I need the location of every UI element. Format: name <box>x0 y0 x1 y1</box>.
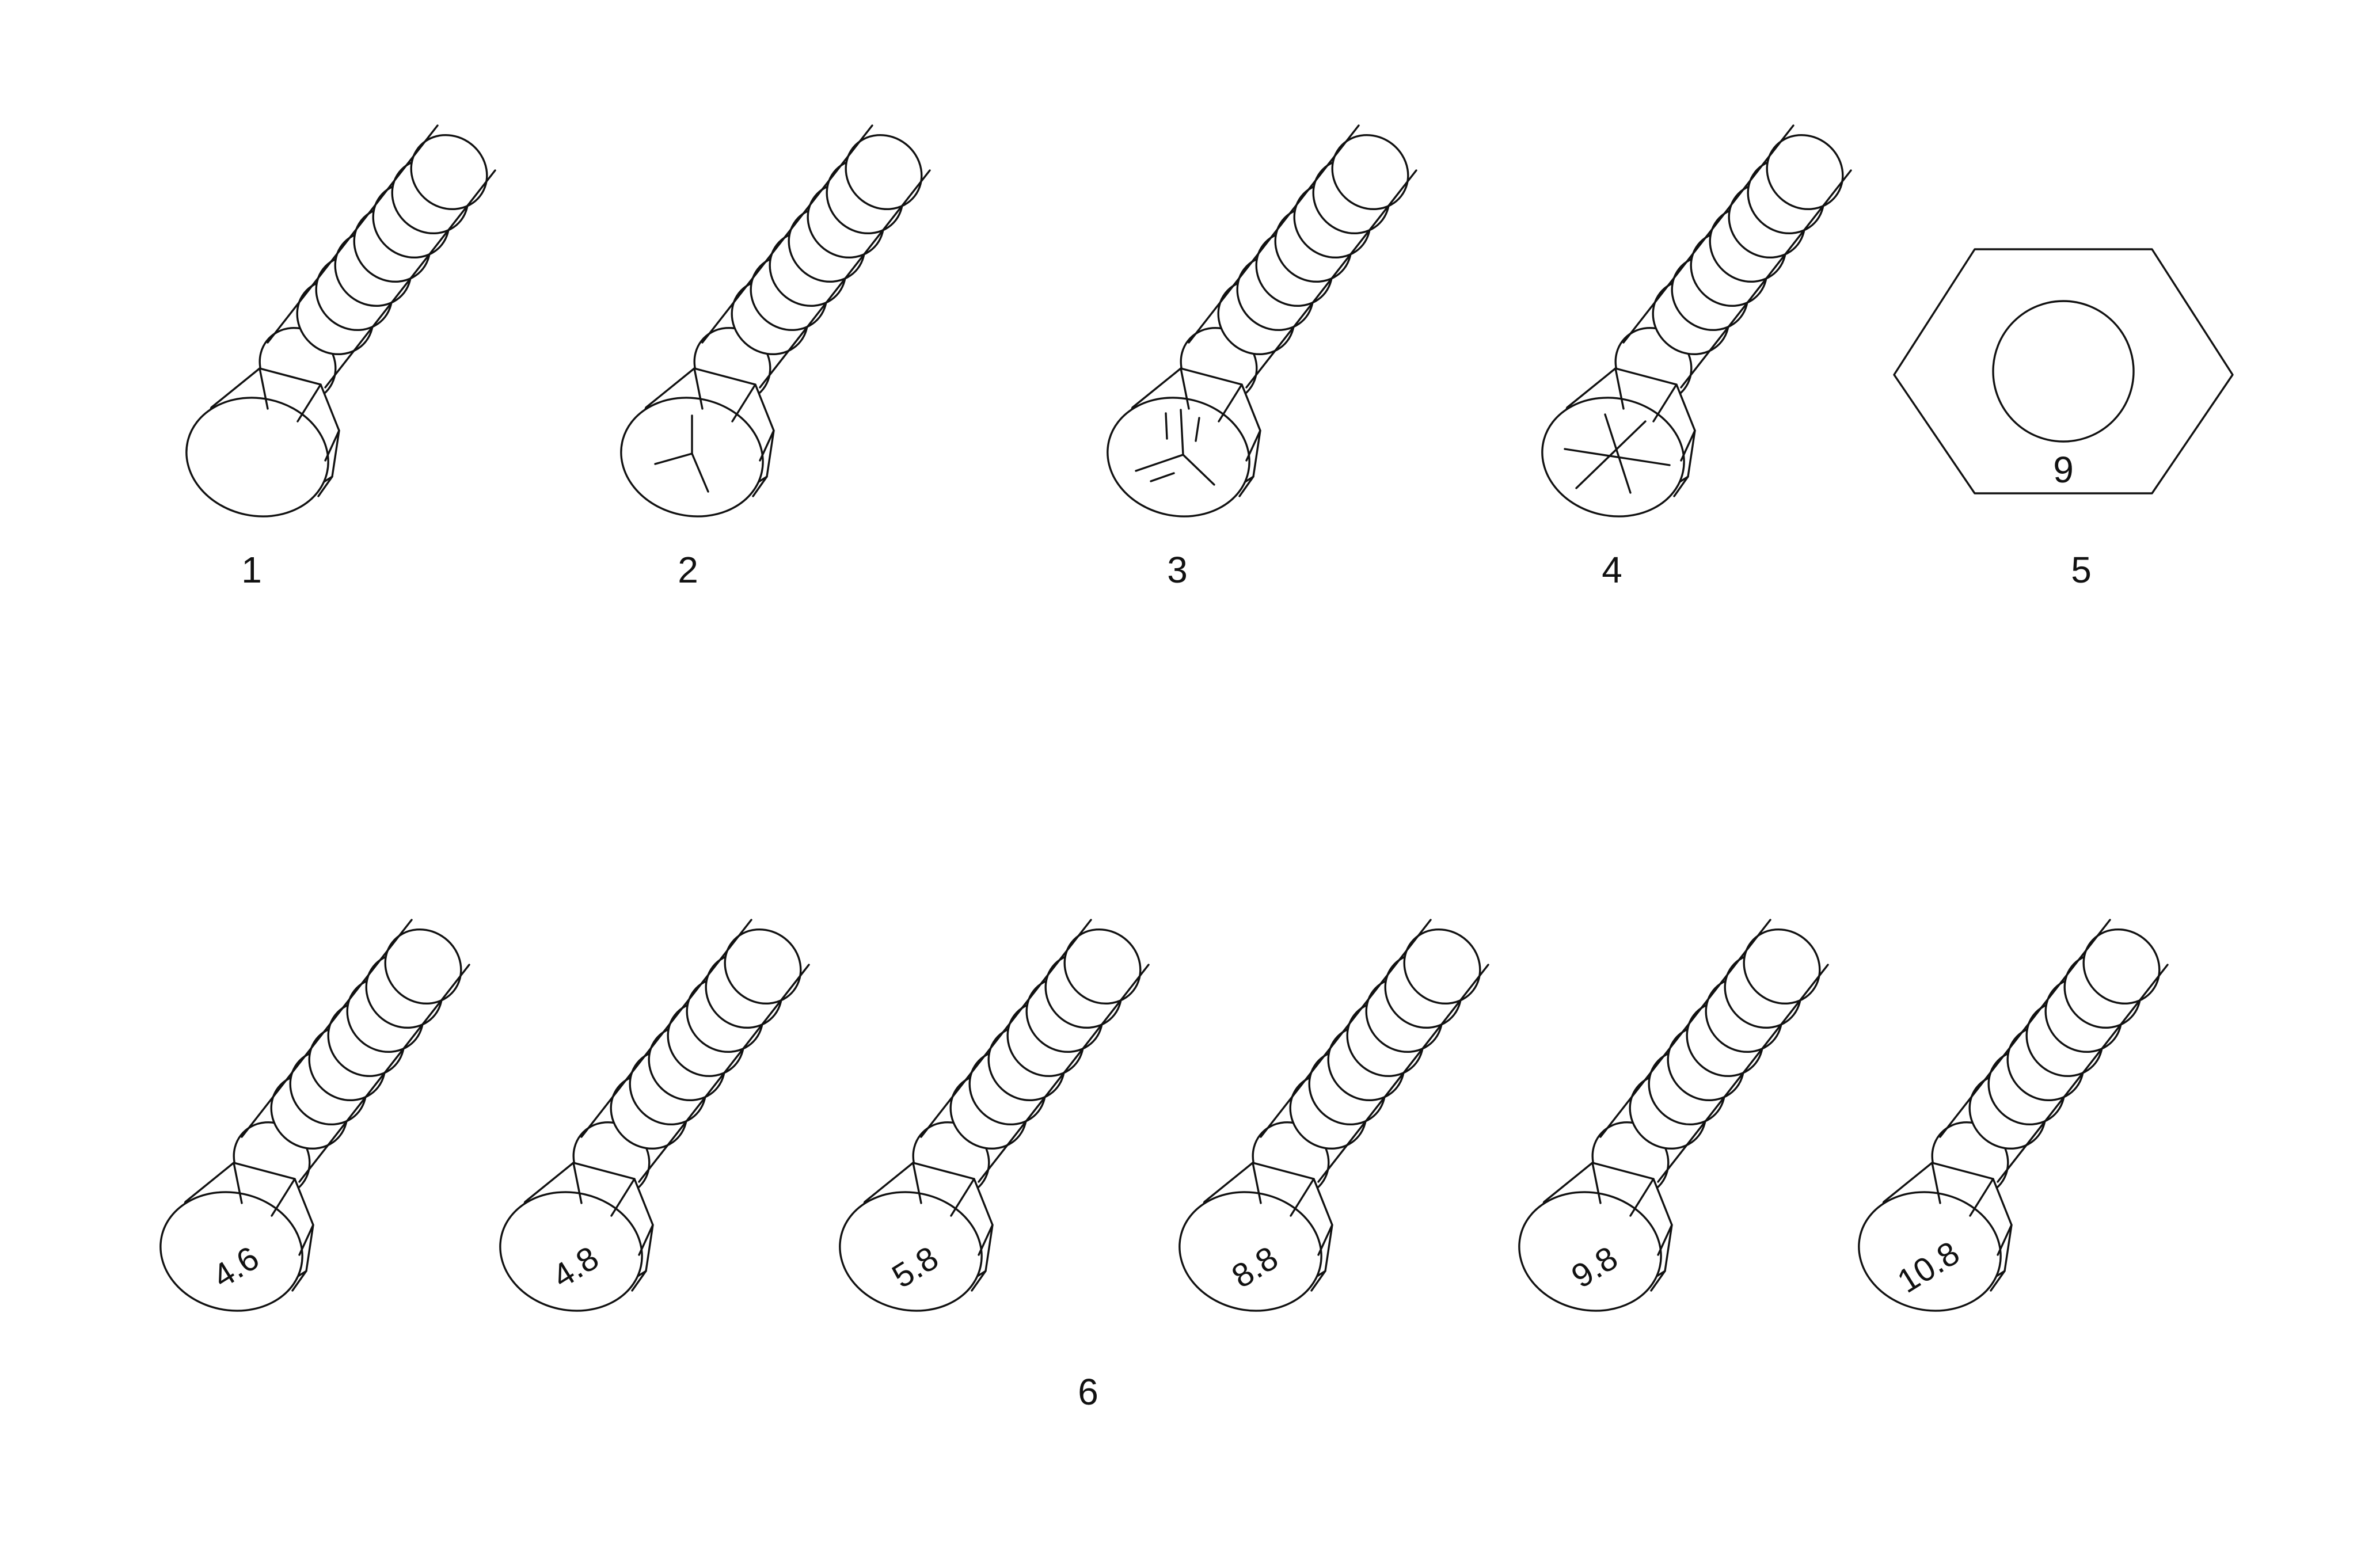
label-5: 5 <box>2071 549 2092 591</box>
bolt-class-4-8: 4.8 <box>488 913 817 1325</box>
bolt-2 <box>609 119 938 531</box>
bolt-1 <box>174 119 503 531</box>
bolt-class-9-8: 9.8 <box>1507 913 1836 1325</box>
label-3: 3 <box>1167 549 1188 591</box>
hex-nut: 9 <box>1893 248 2234 494</box>
bolt-4 <box>1530 119 1859 531</box>
label-6: 6 <box>1078 1371 1098 1413</box>
bolt-class-4-6: 4.6 <box>148 913 477 1325</box>
bolt-class-8-8: 8.8 <box>1167 913 1496 1325</box>
label-1: 1 <box>241 549 262 591</box>
bolt-2-radial-marks <box>654 414 709 493</box>
label-2: 2 <box>678 549 698 591</box>
label-4: 4 <box>1602 549 1622 591</box>
bolt-class-5-8: 5.8 <box>827 913 1157 1325</box>
nut-bore <box>1992 300 2135 443</box>
bolt-4-radial-marks <box>1564 413 1671 494</box>
bolt-class-10-8: 10.8 <box>1846 913 2176 1325</box>
nut-marking: 9 <box>2053 449 2074 490</box>
bolt-3-radial-marks <box>1135 409 1215 486</box>
bolt-3 <box>1095 119 1424 531</box>
